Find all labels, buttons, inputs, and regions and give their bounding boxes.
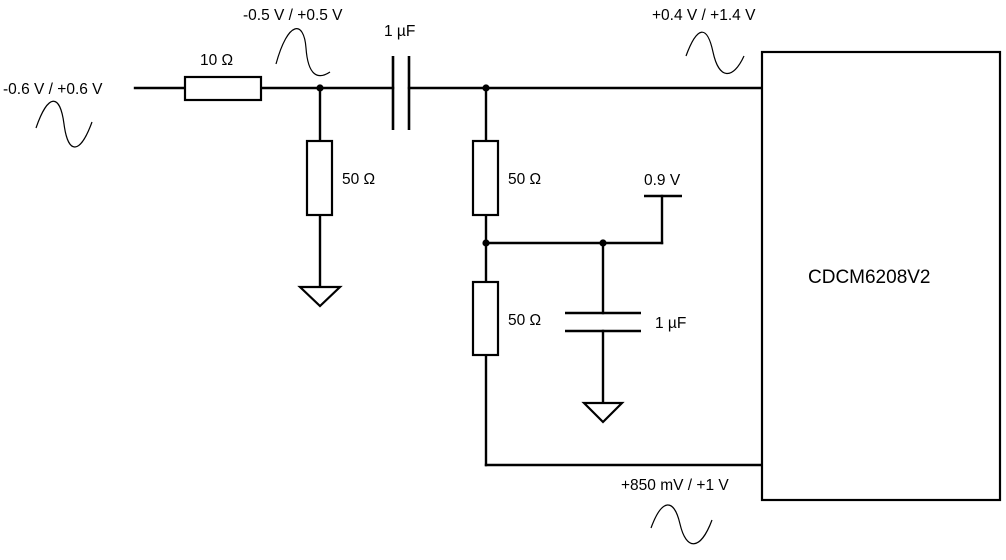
ic-block [760,50,1002,502]
junction-dot [316,84,324,92]
junction-dot [482,84,490,92]
sine-wave-ic-output-icon [650,504,713,545]
sine-wave-ic-input-icon [685,31,745,75]
wires [133,86,764,467]
bias-upper-resistor-label: 50 Ω [508,171,541,188]
sine-wave-input-icon [35,100,93,148]
series-resistor-label: 10 Ω [200,52,233,69]
coupling-capacitor [391,56,411,130]
ic-input-signal-label: +0.4 V / +1.4 V [652,7,756,24]
input-signal-label: -0.6 V / +0.6 V [3,81,103,98]
bias-upper-resistor [471,139,500,217]
bypass-capacitor [565,311,641,333]
bias-supply-label: 0.9 V [644,172,681,189]
coupling-capacitor-label: 1 µF [384,23,415,40]
junction-dot [482,239,490,247]
termination-resistor-label: 50 Ω [342,171,375,188]
ground-symbol-termination [297,285,343,308]
mid-signal-label: -0.5 V / +0.5 V [243,7,343,24]
termination-resistor [305,139,334,217]
ic-name-label: CDCM6208V2 [808,267,931,288]
junction-dot [599,239,607,247]
ic-output-signal-label: +850 mV / +1 V [621,477,729,494]
bias-lower-resistor-label: 50 Ω [508,312,541,329]
ground-symbol-bypass [581,401,625,424]
series-resistor-10-ohm [183,75,263,102]
sine-wave-mid-icon [275,28,331,77]
bypass-capacitor-label: 1 µF [655,315,686,332]
bias-lower-resistor [471,280,500,357]
